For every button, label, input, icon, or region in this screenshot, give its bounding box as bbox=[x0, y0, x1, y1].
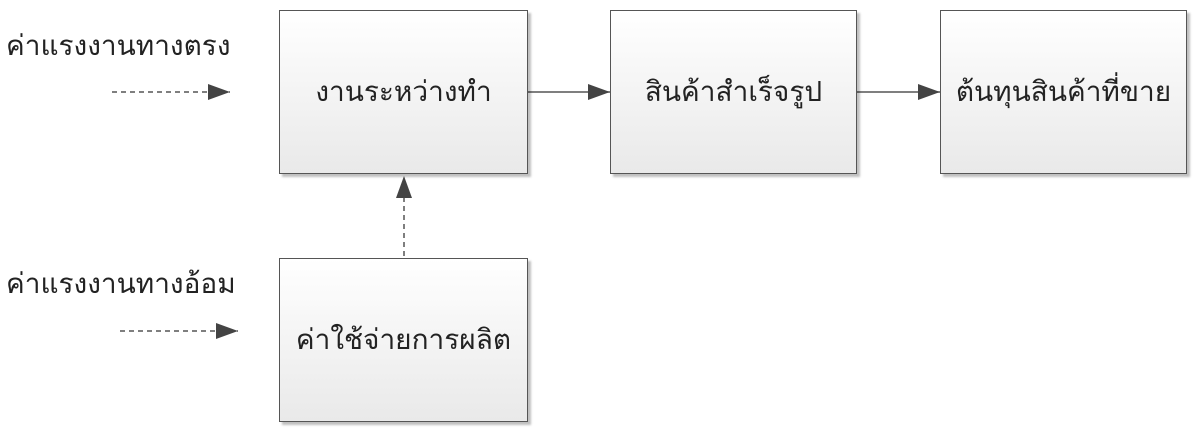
work-in-process-box: งานระหว่างทำ bbox=[279, 10, 528, 174]
manufacturing-overhead-label: ค่าใช้จ่ายการผลิต bbox=[295, 323, 512, 356]
indirect-labor-label: ค่าแรงงานทางอ้อม bbox=[6, 267, 236, 300]
work-in-process-label: งานระหว่างทำ bbox=[315, 75, 492, 108]
cost-of-goods-sold-label: ต้นทุนสินค้าที่ขาย bbox=[955, 75, 1172, 108]
finished-goods-label: สินค้าสำเร็จรูป bbox=[644, 75, 823, 108]
finished-goods-box: สินค้าสำเร็จรูป bbox=[610, 10, 857, 174]
manufacturing-overhead-box: ค่าใช้จ่ายการผลิต bbox=[279, 258, 528, 422]
cost-of-goods-sold-box: ต้นทุนสินค้าที่ขาย bbox=[940, 10, 1187, 174]
direct-labor-label: ค่าแรงงานทางตรง bbox=[6, 29, 231, 62]
